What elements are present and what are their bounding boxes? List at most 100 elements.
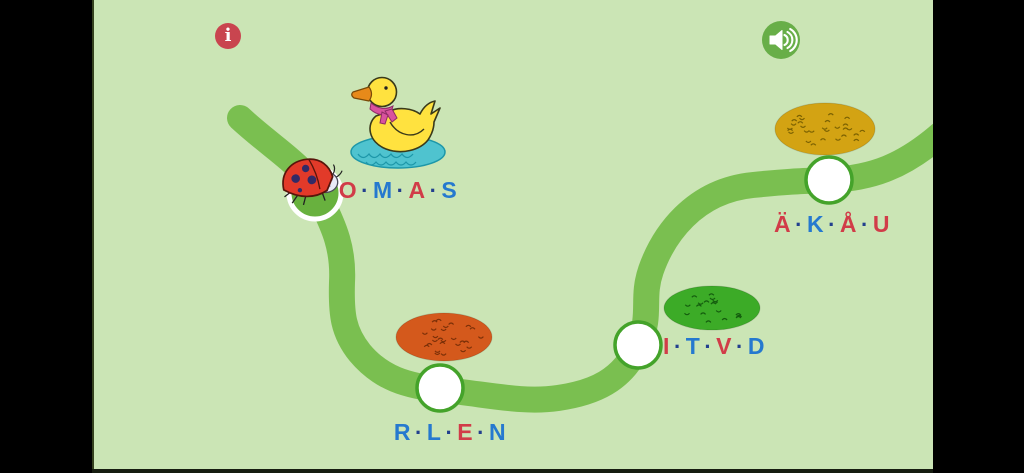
- letter-itvd-T: T: [685, 333, 701, 359]
- green-patch: [663, 285, 761, 331]
- word-label-itvd: I·T·V·D: [663, 333, 765, 360]
- patch-speckle: [808, 130, 815, 133]
- letter-itvd-D: D: [747, 333, 765, 359]
- patch-speckle: [803, 130, 810, 133]
- duck-icon: [350, 76, 446, 169]
- patch-speckle: [853, 138, 860, 142]
- patch-speckle: [791, 119, 798, 122]
- letter-separator-dot: ·: [704, 334, 713, 359]
- patch-speckle: [805, 140, 812, 144]
- letter-itvd-V: V: [716, 333, 732, 359]
- patch-speckle: [787, 128, 794, 132]
- patch-speckle: [840, 134, 847, 137]
- patch-speckle: [460, 349, 467, 353]
- patch-speckle: [800, 125, 806, 128]
- patch-speckle: [431, 320, 438, 323]
- patch-speckle: [440, 339, 447, 343]
- patch-speckle: [705, 320, 712, 323]
- letterbox-right: [933, 0, 1024, 473]
- letter-omas-O: O: [338, 177, 358, 203]
- speaker-icon: [769, 27, 798, 53]
- yellow-patch: [774, 102, 876, 156]
- patch-speckle: [695, 304, 702, 307]
- patch-speckle: [736, 314, 743, 318]
- letter-itvd-I: I: [663, 333, 670, 359]
- patch-speckle: [434, 350, 441, 353]
- patch-speckle: [824, 119, 831, 123]
- letter-omas-A: A: [408, 177, 426, 203]
- patch-speckle: [442, 325, 449, 329]
- duck-beak: [351, 86, 373, 102]
- patch-speckle: [437, 337, 444, 341]
- letter-separator-dot: ·: [396, 178, 405, 203]
- patch-speckle: [842, 127, 849, 130]
- letter-akau-Ä: Ä: [774, 211, 792, 237]
- patch-speckle: [684, 312, 690, 316]
- letter-separator-dot: ·: [795, 212, 803, 237]
- patch-speckle: [426, 342, 433, 346]
- letter-separator-dot: ·: [445, 420, 454, 445]
- ladybug-body: [282, 158, 334, 198]
- letter-omas-S: S: [441, 177, 458, 203]
- word-label-rlen: R·L·E·N: [394, 419, 506, 446]
- patch-speckle: [842, 123, 849, 126]
- patch-speckle: [709, 297, 716, 301]
- letter-separator-dot: ·: [673, 334, 682, 359]
- waypoint-rlen[interactable]: [415, 363, 465, 413]
- stage-bottom-strip: [92, 469, 933, 473]
- patch-speckle: [715, 310, 722, 313]
- patch-speckle: [423, 344, 430, 348]
- patch-speckle: [834, 126, 841, 129]
- patch-speckle: [697, 302, 704, 305]
- waypoint-akau[interactable]: [804, 155, 854, 205]
- patch-speckle: [691, 295, 698, 298]
- orange-patch: [395, 312, 493, 362]
- letter-rlen-E: E: [457, 419, 474, 445]
- patch-speckle: [700, 312, 707, 315]
- patch-speckle: [708, 293, 715, 296]
- patch-speckle: [434, 352, 441, 356]
- patch-speckle: [799, 117, 805, 121]
- patch-speckle: [469, 327, 476, 330]
- waypoint-itvd[interactable]: [613, 320, 663, 370]
- patch-speckle: [477, 336, 484, 339]
- letter-akau-U: U: [872, 211, 890, 237]
- sound-button[interactable]: [762, 21, 800, 59]
- letter-separator-dot: ·: [361, 178, 369, 203]
- patch-speckle: [448, 322, 455, 325]
- letter-separator-dot: ·: [828, 212, 836, 237]
- patch-speckle: [823, 129, 830, 132]
- letter-separator-dot: ·: [736, 334, 744, 359]
- patch-speckle: [466, 346, 473, 349]
- patch-speckle: [853, 133, 860, 136]
- letterbox-left: [0, 0, 92, 473]
- patch-speckle: [430, 328, 437, 331]
- level-path: [227, 105, 933, 413]
- letter-separator-dot: ·: [861, 212, 869, 237]
- patch-speckle: [844, 116, 851, 120]
- patch-speckle: [735, 315, 742, 319]
- word-label-akau: Ä·K·Å·U: [774, 211, 890, 238]
- patch-speckle: [712, 301, 719, 304]
- patch-speckle: [455, 343, 461, 346]
- info-button[interactable]: i: [215, 23, 241, 49]
- letter-rlen-L: L: [426, 419, 442, 445]
- patch-speckle: [421, 332, 428, 335]
- letter-separator-dot: ·: [429, 178, 438, 203]
- letter-separator-dot: ·: [415, 420, 423, 445]
- patch-speckle: [788, 131, 794, 134]
- letter-akau-K: K: [806, 211, 825, 237]
- letter-rlen-R: R: [393, 419, 412, 445]
- patch-speckle: [431, 339, 438, 343]
- patch-speckle: [721, 317, 728, 321]
- letter-rlen-N: N: [488, 419, 507, 445]
- game-board: O·M·A·S R·L·E·N I·T·V·D Ä·K·Å·U i: [92, 0, 933, 473]
- patch-speckle: [450, 337, 457, 341]
- board-graphics: [227, 76, 933, 413]
- patch-speckle: [703, 300, 710, 303]
- patch-speckle: [435, 318, 442, 322]
- patch-speckle: [796, 114, 803, 118]
- patch-speckle: [432, 335, 439, 339]
- patch-speckle: [735, 313, 742, 316]
- patch-speckle: [821, 127, 828, 130]
